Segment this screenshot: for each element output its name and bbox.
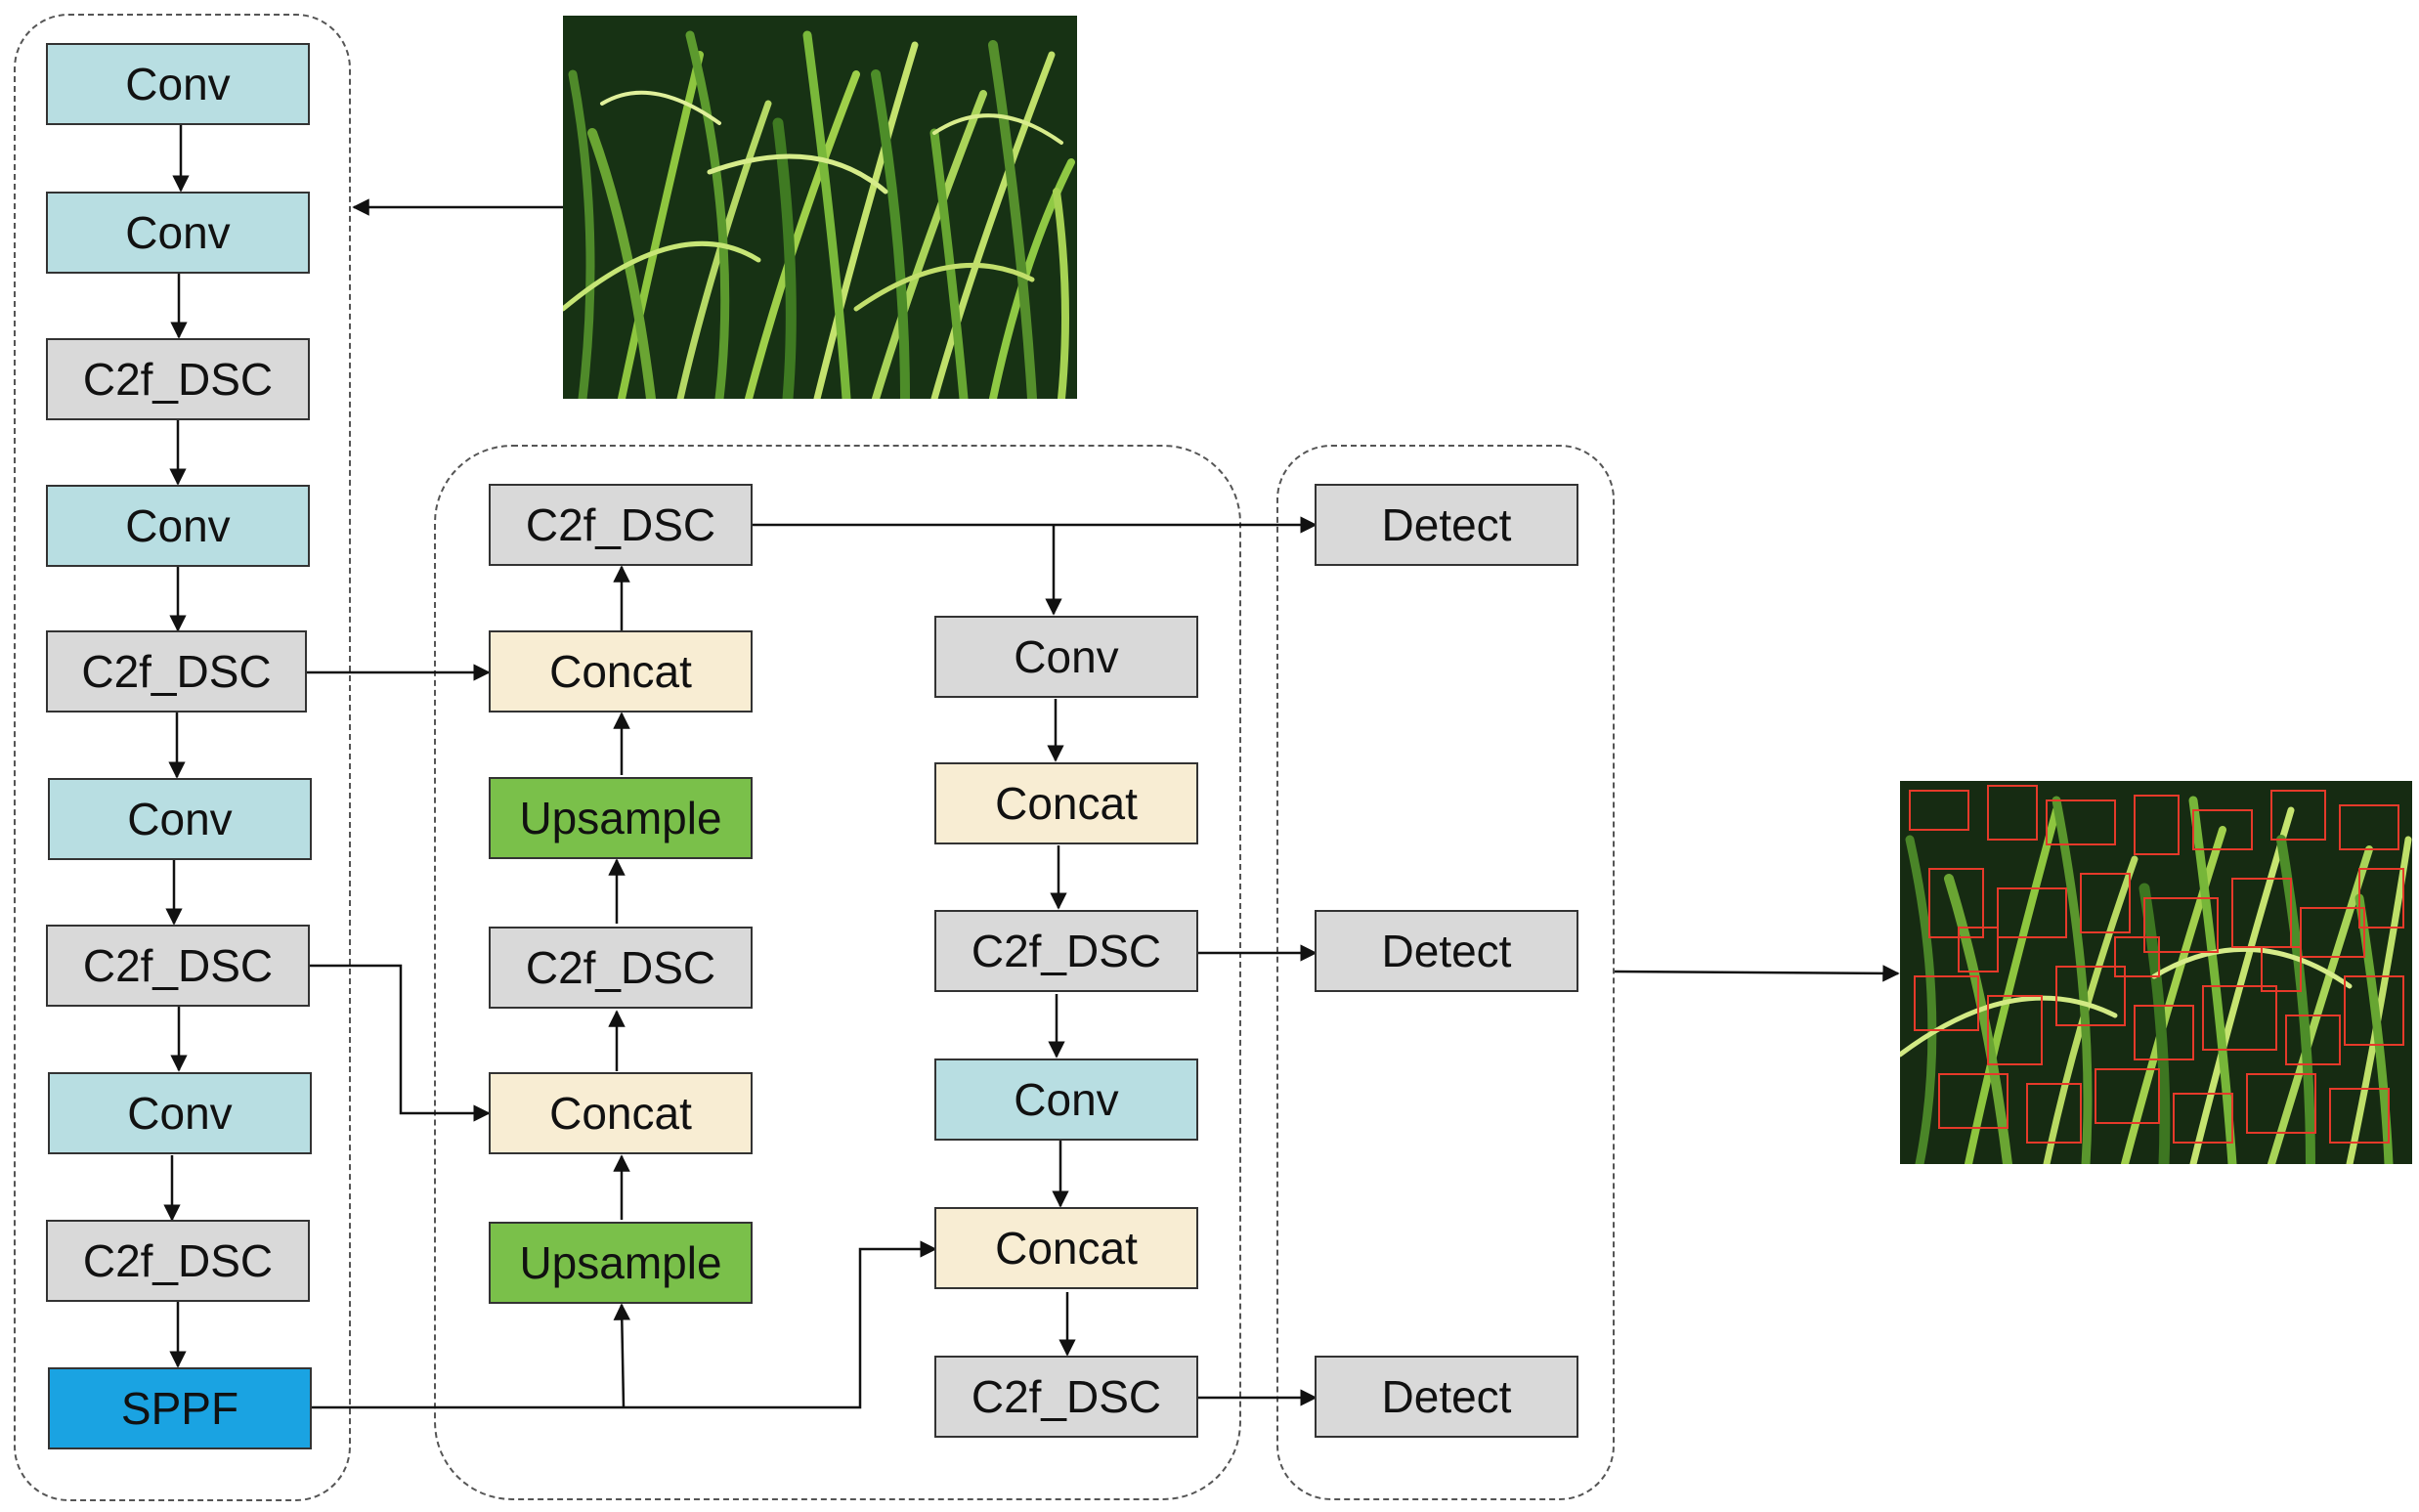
neck-c2f-dsc-r1: C2f_DSC [934, 910, 1198, 992]
neck-conv-r2: Conv [934, 1058, 1198, 1141]
neck-top-c2f-dsc: C2f_DSC [489, 484, 753, 566]
neck-upsample-b: Upsample [489, 1222, 753, 1304]
backbone-conv-5: Conv [48, 1072, 312, 1154]
edge-head-output [1614, 965, 1900, 982]
detect-head-3: Detect [1315, 1356, 1578, 1438]
output-image [1900, 781, 2412, 1164]
edge-b7-concat-b [309, 964, 491, 1122]
detect-head-2: Detect [1315, 910, 1578, 992]
head-group [1276, 445, 1615, 1500]
neck-c2f-dsc-mid: C2f_DSC [489, 927, 753, 1009]
backbone-c2f-dsc-1: C2f_DSC [46, 338, 310, 420]
edge-sppf-upsample-b [613, 1303, 631, 1408]
backbone-group [14, 14, 351, 1501]
neck-c2f-dsc-r2: C2f_DSC [934, 1356, 1198, 1438]
neck-concat-r1: Concat [934, 762, 1198, 844]
backbone-conv-3: Conv [46, 485, 310, 567]
backbone-c2f-dsc-3: C2f_DSC [46, 925, 310, 1007]
neck-concat-a: Concat [489, 630, 753, 713]
neck-concat-b: Concat [489, 1072, 753, 1154]
neck-conv-r1: Conv [934, 616, 1198, 698]
backbone-sppf: SPPF [48, 1367, 312, 1449]
backbone-conv-1: Conv [46, 43, 310, 125]
backbone-conv-2: Conv [46, 192, 310, 274]
edge-sppf-neck [311, 1240, 937, 1409]
neck-upsample-a: Upsample [489, 777, 753, 859]
backbone-c2f-dsc-4: C2f_DSC [46, 1220, 310, 1302]
neck-group [434, 445, 1241, 1500]
rice-field-input-photo [563, 16, 1077, 399]
rice-field-detection-result-photo [1900, 781, 2412, 1164]
neck-concat-r2: Concat [934, 1207, 1198, 1289]
backbone-conv-4: Conv [48, 778, 312, 860]
input-image [563, 16, 1077, 399]
backbone-c2f-dsc-2: C2f_DSC [46, 630, 307, 713]
detect-head-1: Detect [1315, 484, 1578, 566]
